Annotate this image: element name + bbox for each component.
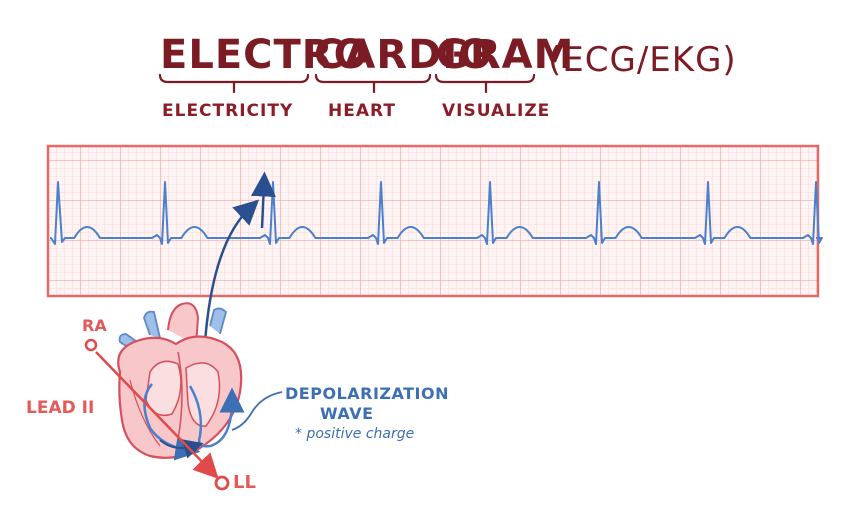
ra-electrode xyxy=(84,338,98,352)
heart-illustration xyxy=(117,302,245,461)
label-lead-ii: LEAD II xyxy=(26,398,95,418)
lead-ii-arrow xyxy=(95,351,219,479)
title-electro: ELECTRO xyxy=(160,32,369,78)
label-depolarization: DEPOLARIZATION xyxy=(285,384,449,403)
label-positive-charge: * positive charge xyxy=(295,426,415,442)
ecg-strip xyxy=(46,144,823,298)
label-ll: LL xyxy=(233,472,256,493)
title-abbreviation: (ECG/EKG) xyxy=(548,40,737,80)
label-wave: WAVE xyxy=(320,404,374,423)
wave-pointer xyxy=(231,391,283,431)
bracket-gram xyxy=(434,73,536,84)
ecg-trace xyxy=(50,181,823,245)
title-brackets xyxy=(158,73,536,94)
meaning-visualize: VISUALIZE xyxy=(442,101,551,121)
title-gram: GRAM xyxy=(436,32,575,78)
label-ra: RA xyxy=(82,316,107,335)
title-cardio: CARDIO xyxy=(314,32,494,78)
meaning-heart: HEART xyxy=(328,101,396,121)
bracket-cardio xyxy=(314,73,432,84)
r-wave-arrow xyxy=(250,171,276,229)
meaning-electricity: ELECTRICITY xyxy=(162,101,294,121)
ll-electrode xyxy=(214,475,230,491)
